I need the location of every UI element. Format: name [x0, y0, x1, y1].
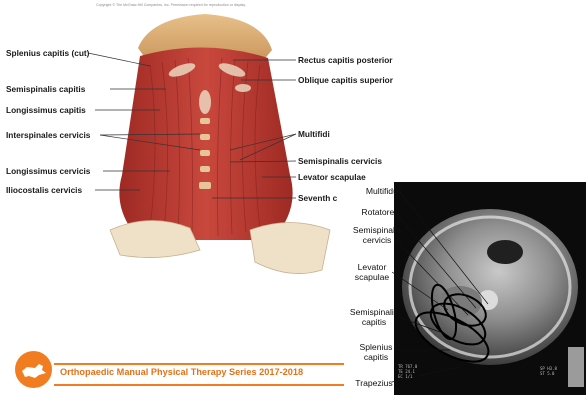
label-iliocostalis-cervicis: Iliocostalis cervicis: [6, 185, 82, 195]
label-interspinales-cervicis: Interspinales cervicis: [6, 130, 90, 140]
label-longissimus-capitis: Longissimus capitis: [6, 105, 86, 115]
footer-divider-bottom: [54, 384, 344, 386]
label-rectus-capitis-posterior: Rectus capitis posterior: [298, 55, 393, 65]
label-oblique-capitis-superior: Oblique capitis superior: [298, 75, 393, 85]
series-title: Orthopaedic Manual Physical Therapy Seri…: [60, 367, 303, 377]
label-longissimus-cervicis: Longissimus cervicis: [6, 166, 90, 176]
svg-text:ST 5.0: ST 5.0: [540, 371, 555, 376]
mri-label-rotatores: Rotatores: [350, 207, 410, 217]
label-semispinalis-capitis: Semispinalis capitis: [6, 84, 85, 94]
label-multifidi: Multifidi: [298, 129, 330, 139]
mri-label-levator-scapulae: Levator scapulae: [342, 262, 402, 282]
label-seventh-cervical: Seventh c: [298, 193, 337, 203]
mri-label-splenius-capitis: Splenius capitis: [348, 342, 404, 362]
label-splenius-capitis-cut: Splenius capitis (cut): [6, 48, 89, 58]
label-semispinalis-cervicis: Semispinalis cervicis: [298, 156, 382, 166]
mri-label-trapezius: Trapezius: [344, 378, 404, 388]
state-map-icon: [15, 351, 52, 388]
label-levator-scapulae: Levator scapulae: [298, 172, 366, 182]
mri-panel: TR 767.0 TE 24.1 EC 1/1 SP H3.8 ST 5.0 M…: [340, 182, 586, 395]
series-logo: [15, 351, 52, 388]
mri-label-multifidus: Multifidus: [354, 186, 414, 196]
footer-divider-top: [54, 363, 344, 365]
mri-label-semispinalis-capitis: Semispinalis capitis: [342, 307, 406, 327]
copyright-notice: Copyright © The McGraw-Hill Companies, I…: [96, 3, 326, 7]
mri-label-semispinalis-cervicis: Semispinalis cervicis: [342, 225, 412, 245]
